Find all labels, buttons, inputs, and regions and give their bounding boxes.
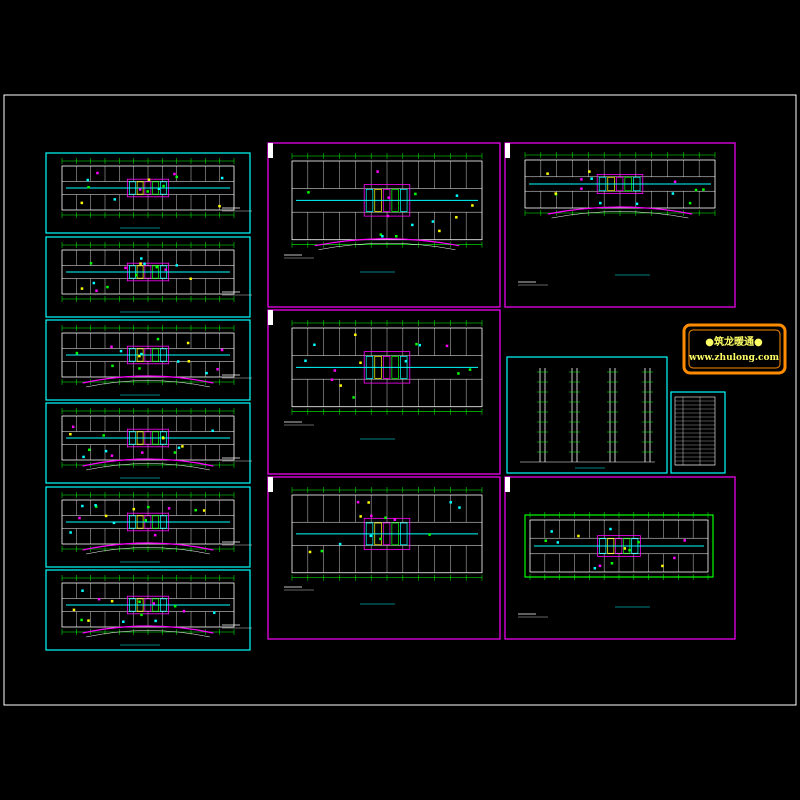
middle-column-sheets	[267, 142, 501, 640]
sheet-floor-plan-2	[45, 236, 252, 318]
left-column-sheets	[45, 152, 252, 651]
sheet-plan-upper	[267, 142, 501, 308]
sheet-floor-plan-4	[45, 402, 252, 484]
sheet-plan-lower-right	[504, 476, 736, 640]
sheet-floor-plan-6	[45, 569, 252, 651]
sheet-floor-plan-3	[45, 319, 252, 401]
right-column-sheets	[504, 142, 736, 640]
riser-diagram-sheet	[506, 356, 668, 474]
sheet-floor-plan-5	[45, 486, 252, 568]
sheet-plan-lower	[267, 476, 501, 640]
watermark-stamp: ●筑龙暖通● www.zhulong.com	[682, 323, 787, 375]
watermark-line1: ●筑龙暖通●	[705, 335, 763, 348]
drawing-outer-frame	[3, 94, 797, 706]
sheet-floor-plan-1	[45, 152, 252, 234]
sheet-plan-upper-right	[504, 142, 736, 308]
sheet-plan-middle	[267, 309, 501, 475]
watermark-line2: www.zhulong.com	[688, 353, 780, 363]
equipment-legend-table	[670, 391, 726, 474]
